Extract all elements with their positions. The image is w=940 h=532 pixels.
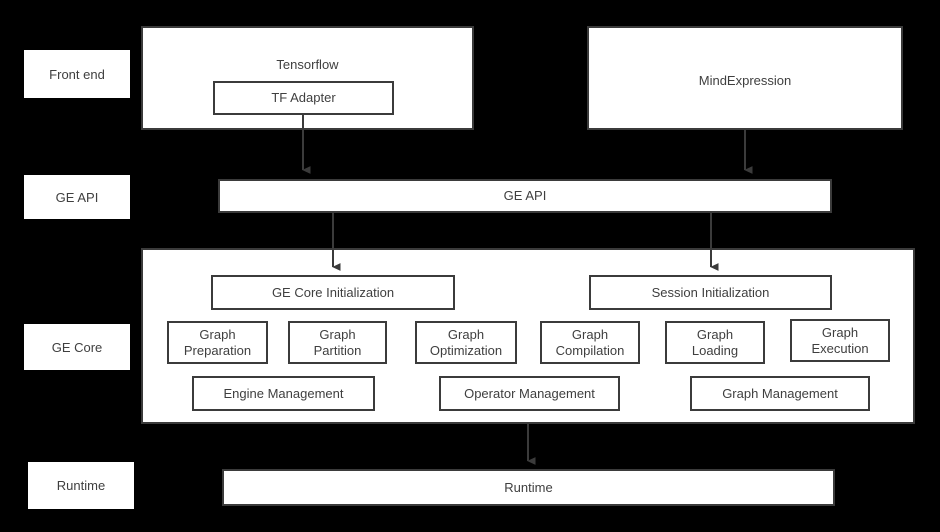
graph-compilation-box[interactable]: Graph Compilation	[540, 321, 640, 364]
session-initialization-box[interactable]: Session Initialization	[589, 275, 832, 310]
tf-adapter-box[interactable]: TF Adapter	[213, 81, 394, 115]
graph-optimization-box[interactable]: Graph Optimization	[415, 321, 517, 364]
graph-partition-label: Graph Partition	[313, 326, 362, 358]
ge-api-bar[interactable]: GE API	[218, 179, 832, 213]
graph-management-box[interactable]: Graph Management	[690, 376, 870, 411]
graph-preparation-label: Graph Preparation	[183, 326, 252, 358]
graph-partition-box[interactable]: Graph Partition	[288, 321, 387, 364]
session-initialization-label: Session Initialization	[651, 284, 770, 300]
lane-label-text: GE Core	[51, 339, 103, 355]
lane-label-runtime: Runtime	[28, 462, 134, 509]
mindexpression-container[interactable]: MindExpression	[587, 26, 903, 130]
lane-label-text: Front end	[49, 66, 105, 82]
graph-management-label: Graph Management	[722, 385, 838, 401]
engine-management-box[interactable]: Engine Management	[192, 376, 375, 411]
lane-label-front-end: Front end	[24, 50, 130, 98]
tensorflow-title: Tensorflow	[276, 57, 339, 72]
tf-adapter-label: TF Adapter	[271, 90, 336, 106]
graph-loading-box[interactable]: Graph Loading	[665, 321, 765, 364]
graph-execution-box[interactable]: Graph Execution	[790, 319, 890, 362]
graph-loading-label: Graph Loading	[691, 326, 739, 358]
graph-execution-label: Graph Execution	[811, 324, 869, 356]
graph-compilation-label: Graph Compilation	[555, 326, 625, 358]
operator-management-label: Operator Management	[464, 385, 595, 401]
engine-management-label: Engine Management	[223, 385, 344, 401]
ge-core-initialization-box[interactable]: GE Core Initialization	[211, 275, 455, 310]
lane-label-ge-core: GE Core	[24, 324, 130, 370]
runtime-bar-label: Runtime	[504, 479, 553, 495]
lane-label-ge-api: GE API	[24, 175, 130, 219]
graph-optimization-label: Graph Optimization	[429, 326, 503, 358]
mindexpression-title: MindExpression	[698, 73, 792, 88]
graph-preparation-box[interactable]: Graph Preparation	[167, 321, 268, 364]
runtime-bar[interactable]: Runtime	[222, 469, 835, 506]
operator-management-box[interactable]: Operator Management	[439, 376, 620, 411]
ge-api-bar-label: GE API	[503, 188, 547, 204]
lane-label-text: Runtime	[56, 478, 106, 493]
lane-label-text: GE API	[55, 189, 99, 205]
ge-core-initialization-label: GE Core Initialization	[271, 284, 395, 300]
